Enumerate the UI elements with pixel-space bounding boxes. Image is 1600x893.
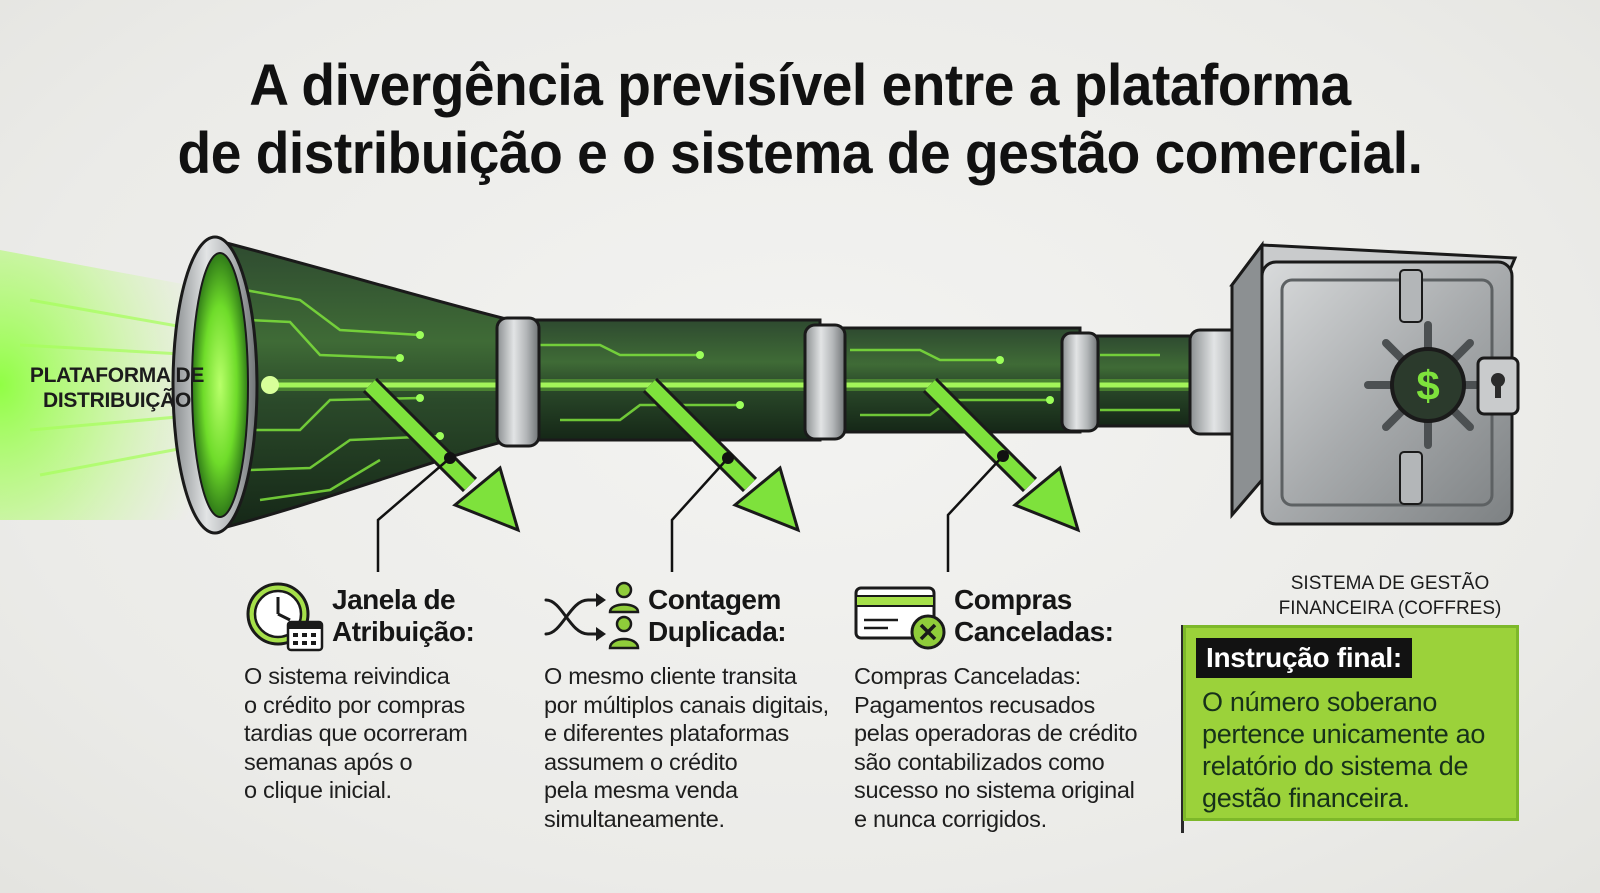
- system-label: SISTEMA DE GESTÃO FINANCEIRA (COFFRES): [1278, 573, 1502, 619]
- final-box-accent-line: [1181, 625, 1184, 833]
- pipeline-diagram: $: [0, 235, 1520, 572]
- funnel-mouth: [191, 252, 249, 518]
- title-line-1: A divergência previsível entre a platafo…: [249, 53, 1351, 118]
- leak-arrow-1: [362, 377, 521, 533]
- duplicate-count-text: O mesmo cliente transita por múltiplos c…: [544, 663, 829, 832]
- attribution-window-text: O sistema reivindica o crédito por compr…: [244, 663, 468, 803]
- circuit-nodes: [396, 331, 1054, 440]
- leader-lines: [376, 455, 1004, 572]
- beam-origin: [261, 376, 279, 394]
- vault-dollar-symbol: $: [1416, 362, 1439, 409]
- pipe-clamp-2: [803, 323, 847, 441]
- light-rays: [19, 298, 201, 477]
- pipe-clamp-1: [495, 316, 541, 448]
- title-line-2: de distribuição e o sistema de gestão co…: [177, 121, 1423, 186]
- leak-arrow-2: [642, 377, 801, 533]
- clock-calendar-icon: [246, 582, 324, 652]
- final-instruction-text: O número soberano pertence unicamente ao…: [1202, 687, 1486, 813]
- final-instruction-box: Instrução final: O número soberano perte…: [1183, 625, 1519, 821]
- platform-label: PLATAFORMA DE DISTRIBUIÇÃO: [29, 364, 205, 412]
- attribution-window-title: Janela de Atribuição:: [332, 584, 475, 647]
- duplicate-count-title: Contagem Duplicada:: [648, 584, 787, 647]
- leak-arrow-3: [922, 377, 1081, 533]
- circuit-traces: [244, 288, 1180, 502]
- duplicate-count-column: Contagem Duplicada: O mesmo cliente tran…: [544, 580, 829, 833]
- canceled-purchases-column: Compras Canceladas: Compras Canceladas: …: [854, 580, 1138, 833]
- card-cancel-icon: [854, 586, 946, 650]
- vault-safe: $: [1229, 240, 1520, 526]
- canceled-purchases-text: Compras Canceladas: Pagamentos recusados…: [854, 663, 1138, 832]
- attribution-window-column: Janela de Atribuição: O sistema reivindi…: [244, 580, 475, 805]
- final-instruction-title: Instrução final:: [1196, 638, 1412, 678]
- canceled-purchases-title: Compras Canceladas:: [954, 584, 1114, 647]
- shuffle-users-icon: [544, 581, 640, 650]
- vault-dial: [1390, 347, 1466, 423]
- pipe-clamp-3: [1060, 331, 1100, 433]
- page-title: A divergência previsível entre a platafo…: [0, 52, 1600, 188]
